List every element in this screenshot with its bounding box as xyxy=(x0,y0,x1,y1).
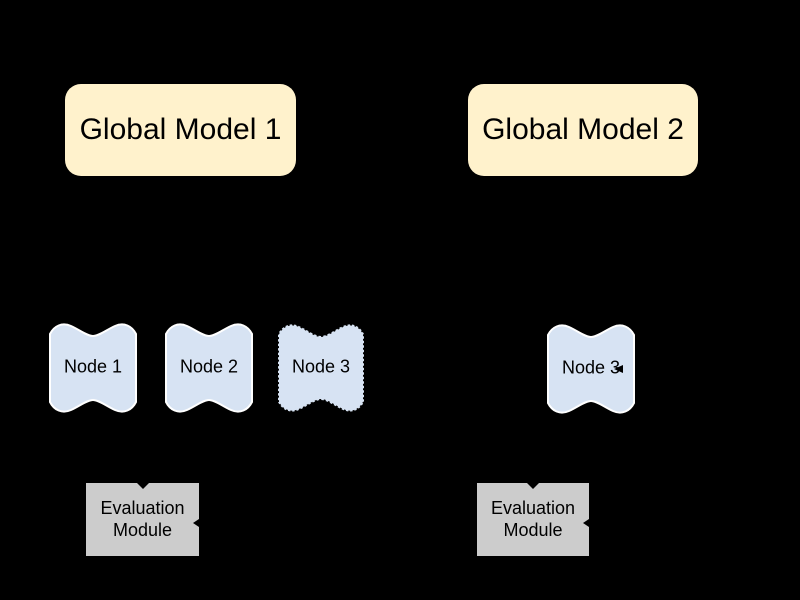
arrowhead-notch-icon xyxy=(527,483,539,489)
arrowhead-notch-icon xyxy=(136,483,149,489)
node-3-right-shape: Node 3 xyxy=(547,324,635,414)
tape-shape-icon xyxy=(165,323,253,413)
node-2-label: Node 2 xyxy=(179,356,239,377)
arrowhead-tick-icon xyxy=(193,519,199,527)
node-3-left-label: Node 3 xyxy=(291,356,351,377)
tape-shape-icon xyxy=(547,324,635,414)
node-1-label: Node 1 xyxy=(63,356,123,377)
global-model-2-box: Global Model 2 xyxy=(468,84,698,176)
node-3-right-label: Node 3 xyxy=(561,357,621,378)
global-model-2-label: Global Model 2 xyxy=(482,113,684,146)
tape-shape-dotted-icon xyxy=(277,323,365,413)
evaluation-module-1-box: Evaluation Module xyxy=(86,483,199,556)
evaluation-module-2-box: Evaluation Module xyxy=(477,483,589,556)
arrowhead-artifact-icon xyxy=(614,365,623,373)
evaluation-module-2-label: Evaluation Module xyxy=(490,497,576,540)
node-3-left-shape: Node 3 xyxy=(277,323,365,413)
node-1-shape: Node 1 xyxy=(49,323,137,413)
tape-shape-icon xyxy=(49,323,137,413)
global-model-1-label: Global Model 1 xyxy=(79,113,282,146)
evaluation-module-1-label: Evaluation Module xyxy=(100,497,185,540)
global-model-1-box: Global Model 1 xyxy=(65,84,296,176)
node-2-shape: Node 2 xyxy=(165,323,253,413)
arrowhead-tick-icon xyxy=(583,519,589,527)
